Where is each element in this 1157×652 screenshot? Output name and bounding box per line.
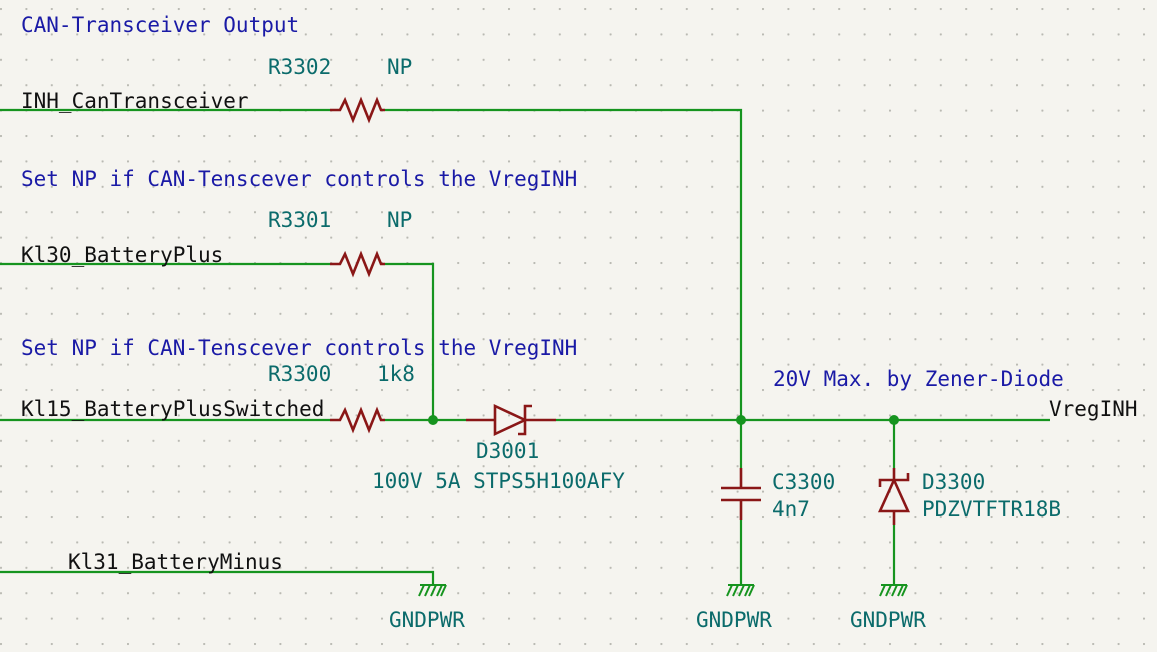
wires (0, 108, 1050, 585)
junction-kl15-kl30 (428, 415, 438, 425)
power-label-gnd-3[interactable]: GNDPWR (850, 608, 926, 632)
value-d3300[interactable]: PDZVTFTR18B (922, 497, 1061, 521)
ref-d3001[interactable]: D3001 (476, 439, 539, 463)
net-label-kl30[interactable]: Kl30_BatteryPlus (21, 243, 223, 267)
value-d3001[interactable]: 100V 5A STPS5H100AFY (372, 469, 625, 493)
net-label-kl31[interactable]: Kl31_BatteryMinus (68, 550, 283, 574)
ground-symbol-1[interactable] (418, 584, 447, 597)
zener-diode-d3300[interactable] (877, 468, 911, 525)
note-set-np-2: Set NP if CAN-Tenscever controls the Vre… (21, 336, 577, 360)
ground-symbol-2[interactable] (726, 584, 755, 597)
resistor-r3300[interactable] (330, 406, 385, 434)
net-label-vreg[interactable]: VregINH (1049, 397, 1138, 421)
ref-r3300[interactable]: R3300 (268, 362, 331, 386)
note-set-np-1: Set NP if CAN-Tenscever controls the Vre… (21, 167, 577, 191)
schottky-diode-d3001[interactable] (466, 403, 556, 437)
value-r3301[interactable]: NP (387, 208, 412, 232)
value-c3300[interactable]: 4n7 (772, 497, 810, 521)
power-label-gnd-2[interactable]: GNDPWR (696, 608, 772, 632)
ref-d3300[interactable]: D3300 (922, 470, 985, 494)
resistor-r3301[interactable] (330, 250, 385, 278)
note-can-output: CAN-Transceiver Output (21, 13, 299, 37)
net-label-inh[interactable]: INH_CanTransceiver (21, 89, 249, 113)
wire-r3301-to-node[interactable] (385, 262, 435, 420)
wire-kl31-input[interactable] (0, 570, 435, 585)
capacitor-c3300[interactable] (721, 468, 761, 520)
power-label-gnd-1[interactable]: GNDPWR (389, 608, 465, 632)
net-label-kl15[interactable]: Kl15_BatteryPlusSwitched (21, 397, 324, 421)
ground-symbol-3[interactable] (879, 584, 908, 597)
junction-zener-node (889, 415, 899, 425)
value-r3300[interactable]: 1k8 (377, 362, 415, 386)
value-r3302[interactable]: NP (387, 55, 412, 79)
wire-r3302-to-node[interactable] (385, 108, 743, 420)
note-zener-limit: 20V Max. by Zener-Diode (773, 367, 1064, 391)
junction-inh-node (736, 415, 746, 425)
resistor-r3302[interactable] (330, 96, 385, 124)
ref-r3301[interactable]: R3301 (268, 208, 331, 232)
ref-c3300[interactable]: C3300 (772, 470, 835, 494)
ref-r3302[interactable]: R3302 (268, 55, 331, 79)
